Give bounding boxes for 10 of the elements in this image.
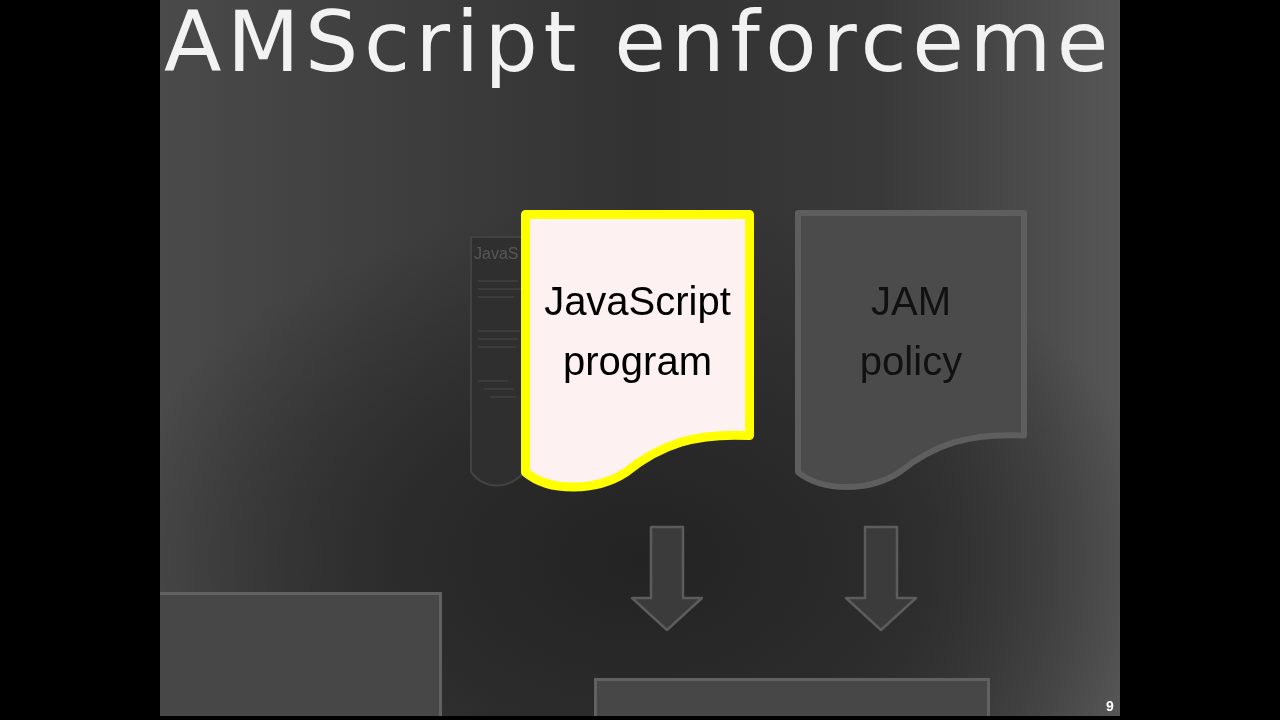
document-label: JAM policy (858, 278, 964, 385)
page-number: 9 (1106, 699, 1114, 713)
slide-title: AMScript enforceme (164, 0, 1114, 93)
block-arrow (630, 525, 704, 632)
document-shape (795, 210, 1027, 492)
block-arrow (844, 525, 918, 632)
document-shape (521, 210, 754, 492)
empty-panel (594, 678, 990, 716)
document-label: JavaScript program (543, 278, 732, 385)
empty-panel (160, 592, 442, 716)
